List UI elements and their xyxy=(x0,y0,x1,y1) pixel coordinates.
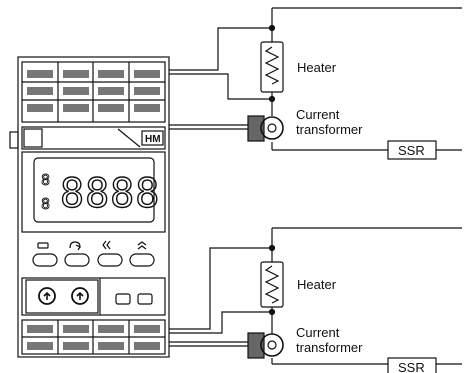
ssr-bottom xyxy=(387,357,437,373)
ct-bottom-label-line2: transformer xyxy=(296,340,363,355)
small-button-right[interactable] xyxy=(137,293,153,305)
rectangle-key-icon xyxy=(37,242,49,249)
indicator-lower: 8 xyxy=(41,195,50,213)
main-display: 8888 xyxy=(60,171,160,217)
bottom-circuit xyxy=(169,227,462,373)
current-transformer-top xyxy=(247,115,284,142)
heater-bottom-label: Heater xyxy=(297,277,337,292)
heater-bottom xyxy=(260,261,284,312)
up-arrow-button-1[interactable] xyxy=(38,287,56,305)
indicator-upper: 8 xyxy=(41,171,50,189)
current-transformer-bottom xyxy=(247,332,284,359)
bottom-terminal-block xyxy=(21,319,166,355)
key-return-button[interactable] xyxy=(64,253,90,267)
heater-top xyxy=(260,41,284,99)
ct-bottom-label-line1: Current xyxy=(296,325,340,340)
ct-top-label-line1: Current xyxy=(296,107,340,122)
key-shift-button[interactable] xyxy=(97,253,123,267)
ssr-bottom-label: SSR xyxy=(398,360,425,373)
heater-top-label: Heater xyxy=(297,60,337,75)
double-left-chevron-icon xyxy=(102,240,111,250)
key-up-button[interactable] xyxy=(129,253,155,267)
double-up-chevron-icon xyxy=(137,241,147,250)
model-badge: HM xyxy=(145,134,161,145)
small-button-left[interactable] xyxy=(115,293,131,305)
ssr-top-label: SSR xyxy=(398,143,425,158)
keypad xyxy=(32,240,155,267)
temperature-controller: HM 8 8 8888 xyxy=(9,56,170,358)
top-terminal-block xyxy=(21,61,166,123)
return-key-icon xyxy=(69,241,81,251)
top-circuit xyxy=(169,7,462,160)
key-set-button[interactable] xyxy=(32,253,58,267)
ct-top-label-line2: transformer xyxy=(296,122,363,137)
up-arrow-button-2[interactable] xyxy=(71,287,89,305)
ssr-top xyxy=(387,140,437,160)
